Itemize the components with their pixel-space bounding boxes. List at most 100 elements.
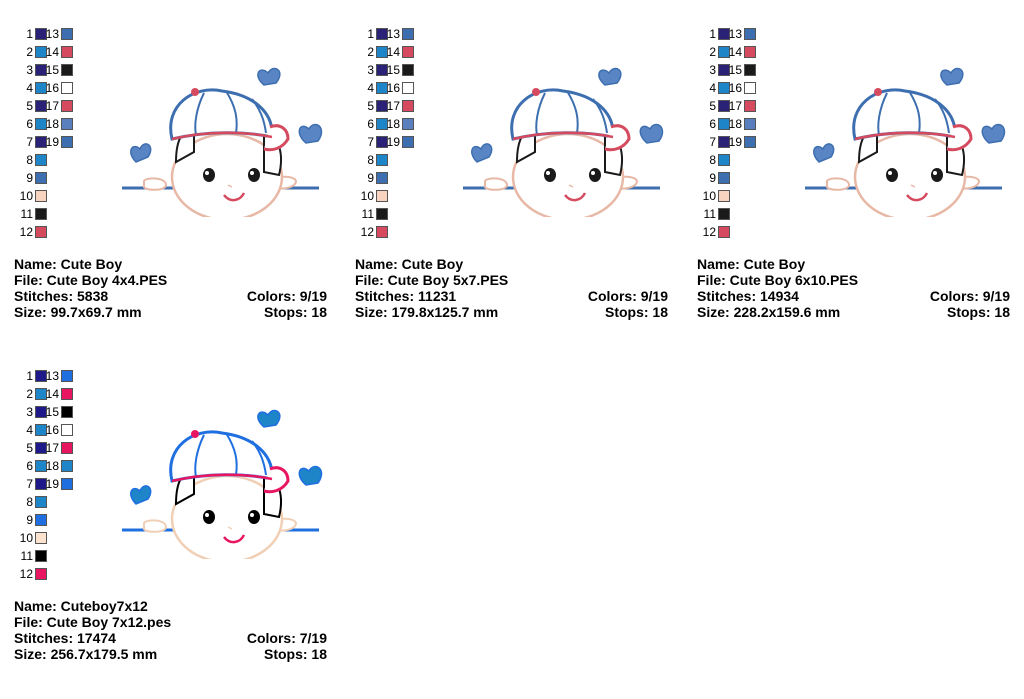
color-number: 17 [45,99,59,113]
color-swatch [376,82,388,94]
color-number: 17 [45,441,59,455]
color-swatch [61,442,73,454]
design-file: File: Cute Boy 4x4.PES [14,272,168,288]
color-swatch [61,64,73,76]
stop-count: Stops: 18 [263,304,327,320]
color-number: 2 [26,387,33,401]
color-swatch [61,136,73,148]
color-swatch [35,460,47,472]
palette-row: 11 [19,207,89,221]
color-number: 15 [728,63,742,77]
color-swatch [61,388,73,400]
color-number: 4 [26,81,33,95]
color-swatch [35,568,47,580]
palette-row: 3 15 [360,63,430,77]
design-info: Name: Cuteboy7x12 File: Cute Boy 7x12.pe… [14,598,327,662]
color-swatch [35,28,47,40]
palette-row: 4 16 [702,81,772,95]
color-swatch [718,154,730,166]
color-number: 18 [386,117,400,131]
palette-row: 2 14 [19,387,89,401]
color-number: 9 [26,171,33,185]
color-swatch [376,154,388,166]
color-swatch [718,100,730,112]
color-number: 14 [728,45,742,59]
color-number: 12 [702,225,716,239]
palette-row: 5 17 [19,99,89,113]
color-number: 6 [26,117,33,131]
color-number: 16 [728,81,742,95]
color-swatch [61,82,73,94]
color-swatch [376,28,388,40]
color-swatch [35,424,47,436]
color-number: 8 [709,153,716,167]
color-number: 15 [386,63,400,77]
color-number: 1 [709,27,716,41]
color-number: 12 [360,225,374,239]
color-number: 3 [367,63,374,77]
color-swatch [718,136,730,148]
palette-row: 12 [360,225,430,239]
color-number: 9 [26,513,33,527]
color-number: 4 [367,81,374,95]
palette-row: 12 [702,225,772,239]
color-number: 4 [709,81,716,95]
color-swatch [402,100,414,112]
color-swatch [718,82,730,94]
color-swatch [376,100,388,112]
color-swatch [744,100,756,112]
color-swatch [35,190,47,202]
color-number: 14 [45,387,59,401]
color-swatch [35,82,47,94]
design-size: Size: 179.8x125.7 mm [355,304,499,320]
color-swatch [718,190,730,202]
color-number: 7 [367,135,374,149]
color-swatch [744,46,756,58]
color-swatch [744,82,756,94]
color-number: 13 [386,27,400,41]
color-number: 5 [709,99,716,113]
color-swatch [61,28,73,40]
design-size: Size: 99.7x69.7 mm [14,304,142,320]
color-number: 13 [728,27,742,41]
color-swatch [376,172,388,184]
design-file: File: Cute Boy 6x10.PES [697,272,859,288]
color-swatch [35,442,47,454]
color-number: 14 [386,45,400,59]
color-swatch [718,172,730,184]
color-swatch [35,226,47,238]
color-number: 5 [26,99,33,113]
color-number: 10 [360,189,374,203]
color-number: 16 [386,81,400,95]
color-count: Colors: 9/19 [929,288,1010,304]
color-swatch [35,118,47,130]
color-swatch [61,478,73,490]
color-number: 6 [26,459,33,473]
palette-row: 10 [360,189,430,203]
color-swatch [376,64,388,76]
color-swatch [402,82,414,94]
color-swatch [744,64,756,76]
color-swatch [61,46,73,58]
design-info: Name: Cute Boy File: Cute Boy 6x10.PES S… [697,256,1010,320]
cute-boy-embroidery-preview [122,409,323,559]
color-swatch [35,154,47,166]
color-swatch [718,118,730,130]
color-number: 4 [26,423,33,437]
color-number: 7 [26,135,33,149]
color-swatch [376,136,388,148]
color-number: 9 [367,171,374,185]
color-swatch [376,190,388,202]
